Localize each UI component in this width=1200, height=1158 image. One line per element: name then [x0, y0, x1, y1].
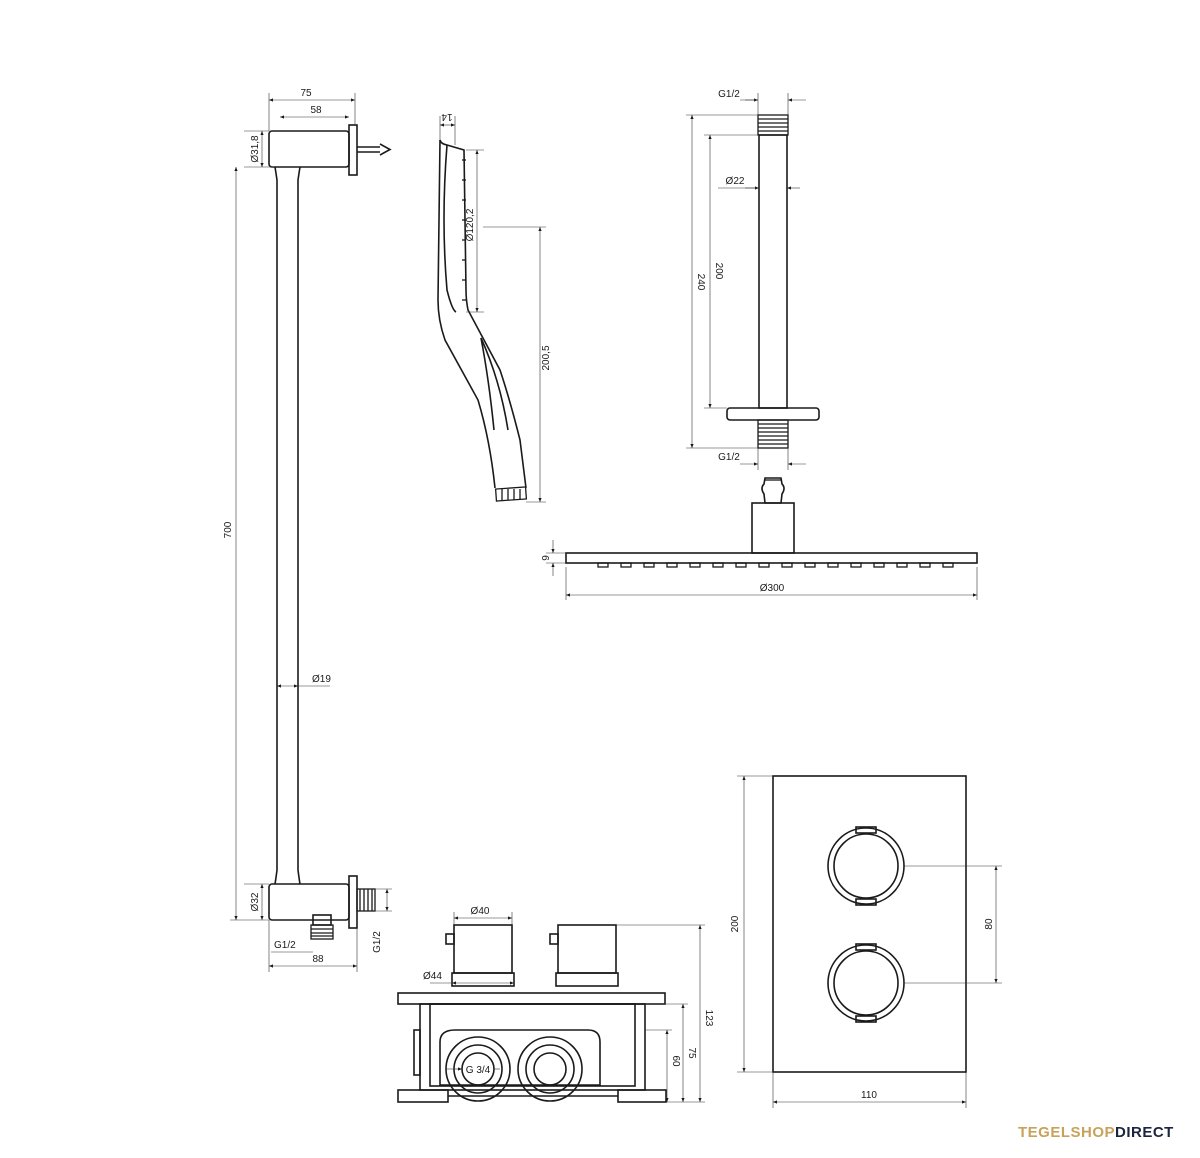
brand-logo: TEGELSHOPDIRECT	[1018, 1124, 1174, 1141]
box-height-mid: 75	[686, 1047, 697, 1059]
front-panel-drawing: 200 80 110	[730, 775, 1002, 1108]
rail-rod-diam: Ø19	[312, 674, 331, 685]
rail-outlet-width: 88	[312, 954, 324, 965]
rain-head-diam: Ø300	[760, 583, 785, 594]
rail-width-total: 75	[300, 88, 312, 99]
hand-shower-length: 200,5	[541, 345, 552, 370]
ceiling-arm-drawing: G1/2 Ø22 200 240 G1/2	[686, 89, 820, 470]
box-connection: G 3/4	[466, 1065, 491, 1076]
box-knob-diam: Ø40	[471, 906, 490, 917]
brand-part1: TEGELSHOP	[1018, 1124, 1116, 1141]
arm-length-total: 240	[695, 274, 706, 291]
panel-height: 200	[730, 915, 741, 932]
box-height-total: 123	[703, 1010, 714, 1027]
brand-part2: DIRECT	[1115, 1124, 1174, 1141]
rail-width-inner: 58	[310, 105, 322, 116]
box-height-low: 60	[670, 1055, 681, 1067]
hand-shower-drawing: 14 Ø120,2 200,5	[437, 111, 552, 503]
arm-thread-bottom: G1/2	[718, 452, 740, 463]
rain-head-drawing: 9 Ø300	[541, 477, 978, 600]
arm-diam: Ø22	[726, 176, 745, 187]
box-spindle-diam: Ø44	[423, 971, 442, 982]
arm-length-inner: 200	[713, 263, 724, 280]
rail-diam-bottom: Ø32	[250, 892, 261, 911]
rail-thread: G1/2	[274, 940, 296, 951]
panel-knob-spacing: 80	[984, 918, 995, 930]
rail-diam-top: Ø31,8	[250, 135, 261, 163]
panel-width: 110	[861, 1090, 877, 1101]
rail-thread-side: G1/2	[372, 931, 383, 953]
hand-shower-head-diam: Ø120,2	[465, 208, 476, 241]
rain-head-nozzles	[597, 562, 954, 568]
hand-shower-depth: 14	[441, 111, 453, 122]
slide-rail-drawing: 75 58 Ø31,8 700 Ø19 Ø32 G1/2 88 G1/2	[223, 88, 392, 972]
arm-thread-top: G1/2	[718, 89, 740, 100]
rain-head-thickness: 9	[541, 555, 552, 561]
thermostat-box-drawing: Ø40 Ø44 G 3/4 123 75 60	[397, 906, 714, 1103]
rail-length: 700	[223, 521, 234, 538]
